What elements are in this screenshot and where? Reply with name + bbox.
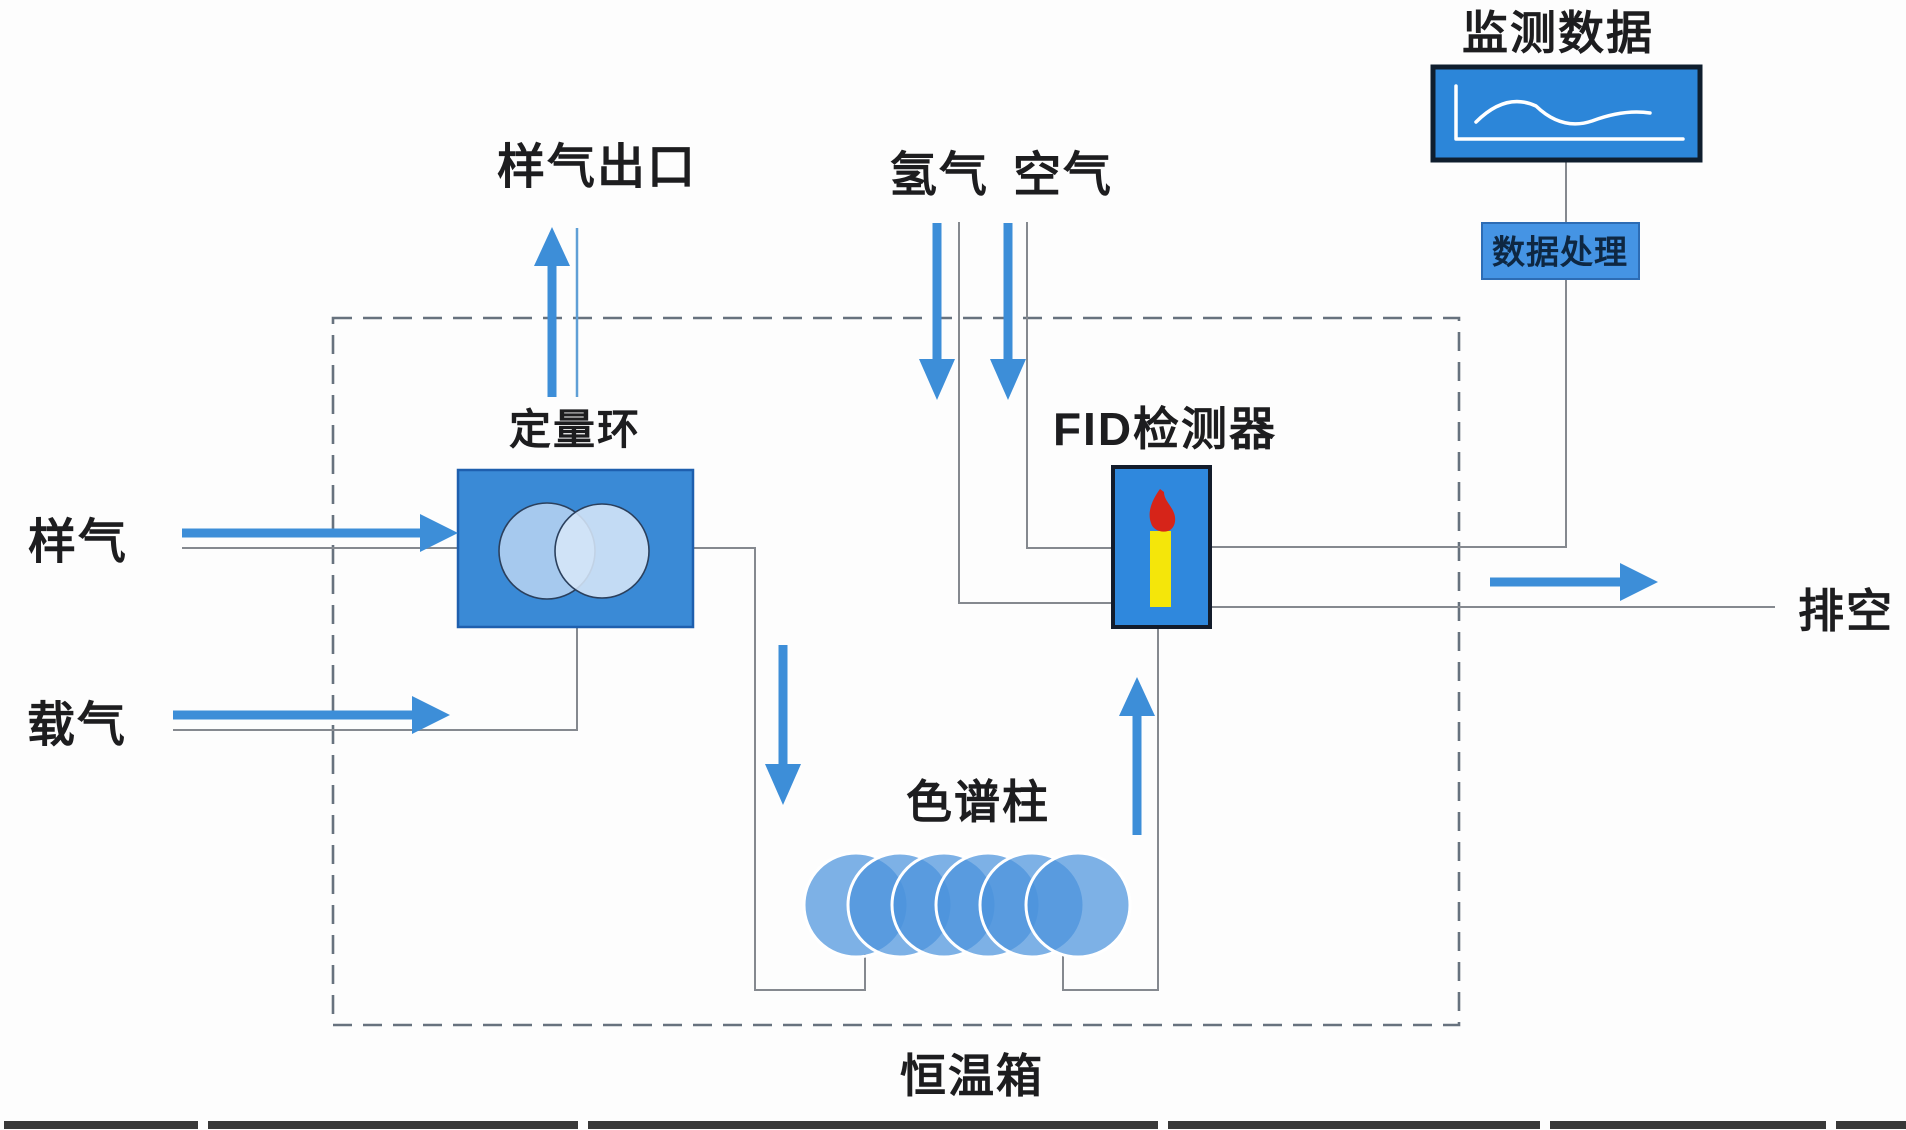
bottom-crop-band — [4, 1121, 1906, 1129]
waveform-chart-icon — [1454, 84, 1685, 141]
fid-signal-line — [1210, 160, 1567, 548]
fid-detector-label: FID检测器 — [1052, 403, 1278, 455]
sample-outlet-label: 样气出口 — [496, 141, 698, 194]
data-processing-label: 数据处理 — [1492, 233, 1628, 271]
data-processing-box — [1481, 222, 1640, 280]
exhaust-arrow — [1490, 563, 1658, 601]
hydrogen-label: 氢气 — [888, 149, 990, 202]
sample-gas-arrow — [182, 514, 458, 552]
hydrogen-pipe — [958, 222, 1113, 604]
fid-inlet-arrow — [1119, 677, 1155, 835]
sample-gas-label: 样气 — [27, 516, 129, 569]
carrier-gas-label: 载气 — [26, 699, 128, 752]
column-to-fid-pipe — [1062, 627, 1159, 991]
carrier-gas-arrow — [173, 696, 450, 734]
monitor-screen-body — [1430, 64, 1703, 163]
sample-loop-label: 定量环 — [508, 406, 642, 453]
sample-loop-box — [456, 468, 695, 629]
air-pipe — [1026, 222, 1113, 549]
monitor-screen-box — [1430, 64, 1703, 163]
coil-circles-icon — [802, 851, 1132, 959]
column-inlet-arrow — [765, 645, 801, 805]
fid-detector-box — [1111, 465, 1212, 629]
loop-to-column-pipe — [693, 547, 866, 991]
exhaust-label: 排空 — [1798, 585, 1894, 637]
hydrogen-arrow — [919, 223, 955, 400]
overlapping-circles-icon — [554, 503, 650, 599]
candle-flame-icon — [1149, 489, 1176, 532]
oven-dashed-border — [331, 316, 1461, 1027]
sample-outlet-arrow — [534, 227, 570, 397]
air-label: 空气 — [1012, 149, 1114, 202]
candle-flame-icon — [1150, 531, 1171, 607]
waveform-chart-icon — [1474, 99, 1652, 126]
oven-label: 恒温箱 — [900, 1050, 1044, 1102]
column-label: 色谱柱 — [906, 776, 1050, 828]
carrier-gas-pipe — [173, 627, 578, 731]
air-arrow — [990, 223, 1026, 400]
monitor-data-label: 监测数据 — [1462, 7, 1654, 59]
